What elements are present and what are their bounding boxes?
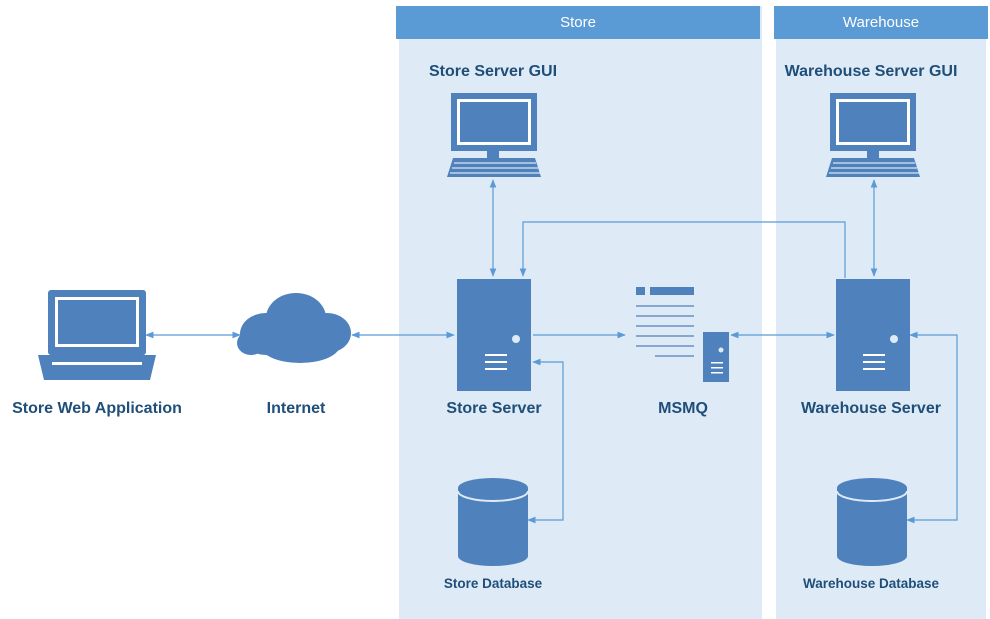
store-zone-header	[396, 6, 760, 39]
internet-label: Internet	[267, 400, 326, 417]
message-queue-icon	[636, 287, 729, 382]
store-zone-title: Store	[560, 14, 596, 31]
laptop-icon	[38, 290, 156, 380]
msmq: MSMQ	[636, 287, 729, 417]
msmq-label: MSMQ	[658, 400, 708, 417]
connectors	[145, 179, 958, 524]
warehouse-server-gui-label: Warehouse Server GUI	[785, 63, 958, 80]
monitor-icon	[826, 93, 920, 177]
server-icon	[457, 279, 531, 391]
monitor-icon	[447, 93, 541, 177]
store-database-label: Store Database	[444, 576, 543, 591]
internet: Internet	[237, 293, 351, 417]
store-web-application-label: Store Web Application	[12, 400, 182, 417]
store-server: Store Server	[446, 279, 542, 417]
store-database: Store Database	[444, 478, 543, 591]
database-icon	[457, 478, 529, 566]
connector-warehouse-server-warehouse-database	[906, 331, 958, 524]
warehouse-zone-title: Warehouse	[843, 14, 919, 31]
store-server-label: Store Server	[446, 400, 541, 417]
warehouse-server-gui: Warehouse Server GUI	[785, 63, 958, 177]
store-web-application: Store Web Application	[12, 290, 182, 417]
store-zone: Store	[396, 6, 762, 619]
server-icon	[836, 279, 910, 391]
store-server-gui-label: Store Server GUI	[429, 63, 557, 80]
store-server-gui: Store Server GUI	[429, 63, 557, 177]
warehouse-database: Warehouse Database	[803, 478, 940, 591]
warehouse-zone-header	[774, 6, 988, 39]
database-icon	[836, 478, 908, 566]
cloud-icon	[237, 293, 351, 363]
connector-warehouse-to-store-server	[519, 221, 846, 278]
warehouse-server: Warehouse Server	[801, 279, 941, 417]
connector-store-server-store-database	[527, 358, 564, 524]
warehouse-database-label: Warehouse Database	[803, 576, 940, 591]
warehouse-server-label: Warehouse Server	[801, 400, 941, 417]
